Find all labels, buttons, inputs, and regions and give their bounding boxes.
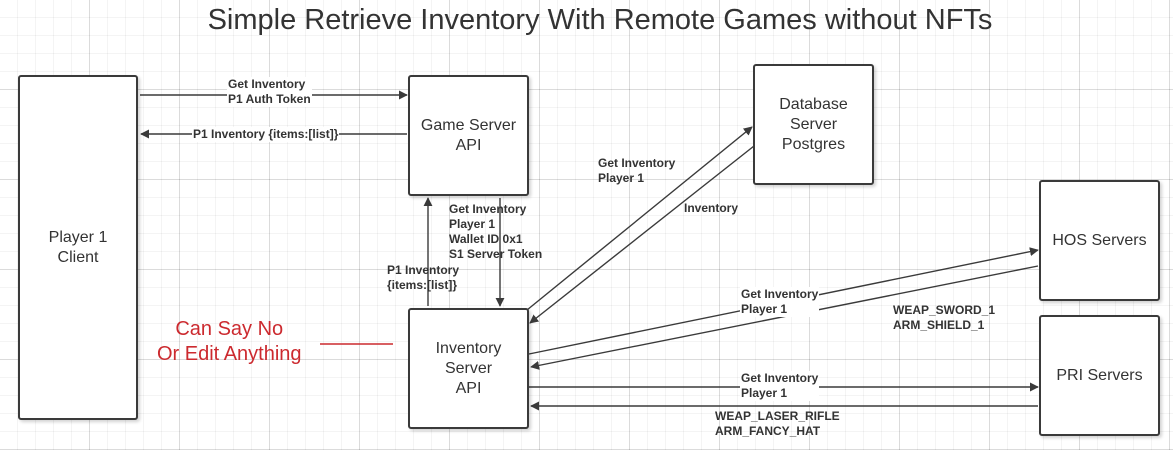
inventory-server-label-line1: Inventory	[435, 339, 502, 357]
player1-client-label-line1: Player 1	[48, 228, 108, 246]
inventory-server-api-box[interactable]: Inventory Server API	[408, 308, 529, 429]
edit-note-line1: Can Say No	[175, 318, 284, 340]
pri-servers-label: PRI Servers	[1056, 366, 1143, 384]
label-game-server-to-client: P1 Inventory {items:[list]}	[192, 127, 340, 142]
inventory-server-label-line2: Server	[444, 359, 493, 377]
arrow-inventory-server-to-database	[526, 126, 753, 311]
edit-note-annotation: Can Say No Or Edit Anything	[157, 317, 302, 367]
database-label-line3: Postgres	[781, 135, 846, 153]
game-server-api-box[interactable]: Game Server API	[408, 75, 529, 196]
database-label-line2: Server	[789, 115, 838, 133]
player1-client-label-line2: Client	[57, 248, 99, 266]
label-hos-to-inventory-server: WEAP_SWORD_1 ARM_SHIELD_1	[893, 303, 996, 332]
hos-servers-box[interactable]: HOS Servers	[1039, 180, 1160, 301]
pri-servers-box[interactable]: PRI Servers	[1039, 315, 1160, 436]
edit-note-line2: Or Edit Anything	[157, 343, 302, 365]
arrow-database-to-inventory-server	[529, 145, 755, 324]
label-client-to-game-server: Get Inventory P1 Auth Token	[227, 77, 312, 107]
label-inventory-server-to-hos: Get Inventory Player 1	[740, 287, 820, 317]
label-inventory-server-to-pri: Get Inventory Player 1	[740, 371, 820, 401]
game-server-label-line2: API	[455, 136, 482, 154]
inventory-server-label-line3: API	[455, 379, 482, 397]
label-inventory-server-to-database: Get Inventory Player 1	[598, 156, 676, 185]
label-game-server-to-inventory-server: Get Inventory Player 1 Wallet ID 0x1 S1 …	[449, 202, 543, 261]
database-server-box[interactable]: Database Server Postgres	[753, 64, 874, 185]
player1-client-box[interactable]: Player 1 Client	[18, 75, 138, 420]
label-database-to-inventory-server: Inventory	[684, 201, 739, 215]
label-pri-to-inventory-server: WEAP_LASER_RIFLE ARM_FANCY_HAT	[715, 409, 840, 438]
game-server-label-line1: Game Server	[420, 116, 517, 134]
database-label-line1: Database	[779, 95, 848, 113]
diagram-title: Simple Retrieve Inventory With Remote Ga…	[207, 4, 993, 36]
label-inventory-server-to-game-server: P1 Inventory {items:[list]}	[387, 263, 460, 292]
hos-servers-label: HOS Servers	[1052, 231, 1147, 249]
